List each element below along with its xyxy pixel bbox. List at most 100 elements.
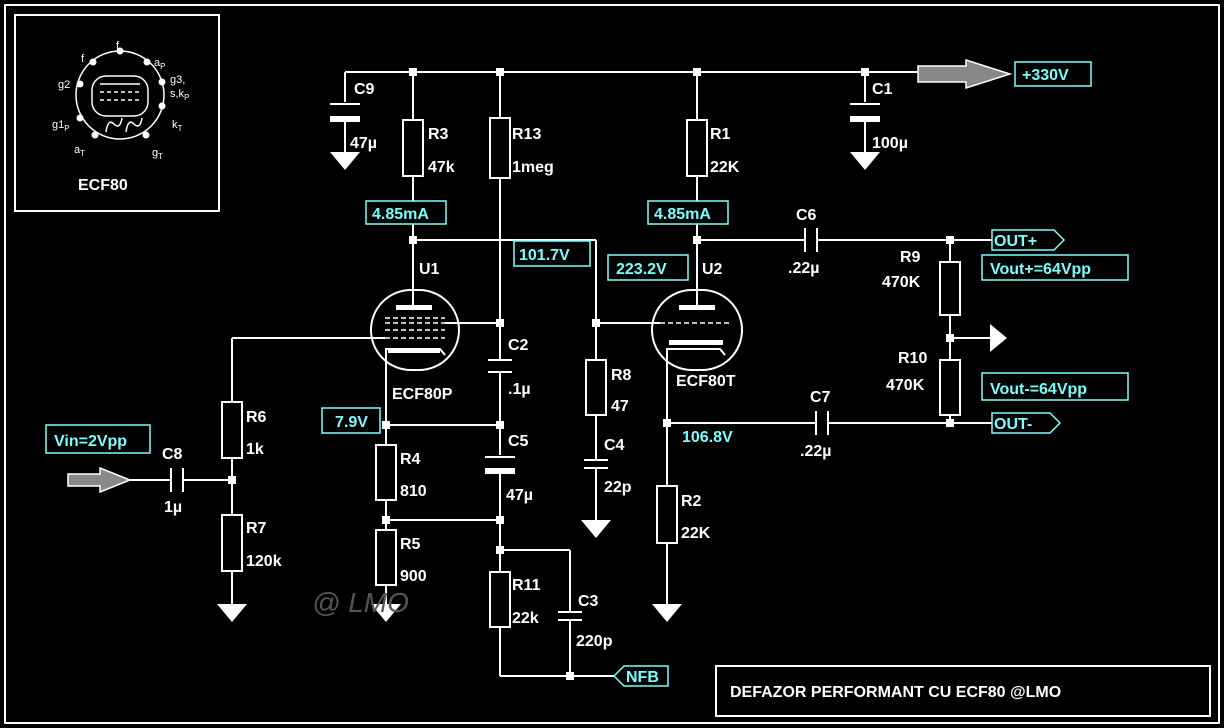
r9-ref: R9 [900, 249, 921, 266]
r2-ref: R2 [681, 493, 702, 510]
r5-ref: R5 [400, 536, 421, 553]
port-out-plus [991, 229, 1066, 251]
resistor-r13 [489, 117, 511, 179]
pin-label-kt: kT [172, 119, 183, 133]
capacitor-c8 [170, 468, 184, 492]
r9-value: 470K [882, 274, 921, 291]
r3-ref: R3 [428, 126, 449, 143]
c7-value: .22µ [800, 443, 831, 460]
r4-value: 810 [400, 483, 427, 500]
resistor-r9 [939, 261, 961, 316]
diagram-title: DEFAZOR PERFORMANT CU ECF80 @LMO [730, 684, 1061, 701]
resistors [221, 117, 961, 628]
supply-arrow-icon [917, 58, 1013, 90]
nfb-label: NFB [626, 669, 659, 686]
resistor-r7 [221, 514, 243, 572]
c4-value: 22p [604, 479, 632, 496]
resistor-r2 [656, 485, 678, 544]
v-u2-anode-box [607, 254, 689, 281]
resistor-r11 [489, 571, 511, 628]
port-nfb [612, 665, 669, 687]
vout-minus-box [981, 372, 1129, 401]
u1-ref: U1 [419, 261, 440, 278]
ground-r7 [217, 604, 247, 622]
r1-value: 22K [710, 159, 740, 176]
out-minus-label: OUT- [994, 416, 1032, 433]
v-u2-anode-label: 223.2V [616, 261, 667, 278]
r8-ref: R8 [611, 367, 632, 384]
pin-label-gt: gT [152, 147, 163, 161]
capacitor-c2 [488, 359, 512, 373]
c5-value: 47µ [506, 487, 533, 504]
ground-c9 [330, 152, 360, 170]
r10-value: 470K [886, 377, 925, 394]
pin-label-g3: g3, [170, 74, 185, 86]
r6-value: 1k [246, 441, 264, 458]
capacitor-c9 [330, 103, 360, 122]
r13-ref: R13 [512, 126, 541, 143]
i-u2-box [647, 200, 729, 225]
input-label: Vin=2Vpp [54, 433, 127, 450]
resistor-r3 [402, 119, 424, 177]
r5-value: 900 [400, 568, 427, 585]
ground-c4 [581, 520, 611, 538]
c5-ref: C5 [508, 433, 529, 450]
capacitors [170, 103, 880, 621]
supply-label: +330V [1022, 67, 1069, 84]
c9-value: 47µ [350, 135, 377, 152]
title-box [715, 665, 1211, 717]
c2-value: .1µ [508, 381, 531, 398]
out-plus-label: OUT+ [994, 233, 1037, 250]
resistor-r1 [686, 119, 708, 177]
r7-value: 120k [246, 553, 282, 570]
r8-value: 47 [611, 398, 629, 415]
i-u1-box [365, 200, 447, 225]
vout-minus-label: Vout-=64Vpp [990, 381, 1087, 398]
input-arrow-icon [67, 466, 133, 494]
capacitor-c6 [804, 228, 818, 252]
capacitor-c7 [815, 411, 829, 435]
c8-ref: C8 [162, 446, 183, 463]
tube-u2 [651, 289, 743, 371]
c7-ref: C7 [810, 389, 831, 406]
r6-ref: R6 [246, 409, 267, 426]
c6-value: .22µ [788, 260, 819, 277]
c9-ref: C9 [354, 81, 375, 98]
v-u2-cathode-label: 106.8V [682, 429, 733, 446]
c6-ref: C6 [796, 207, 817, 224]
v-u1-node-label: 101.7V [519, 247, 570, 264]
u2-ref: U2 [702, 261, 723, 278]
ground-r2 [652, 604, 682, 622]
tube-pinout-inset: f f aP g3, s,kP kT gT aT g1P g2 ECF80 [14, 14, 220, 212]
i-u2-label: 4.85mA [654, 206, 711, 223]
r4-ref: R4 [400, 451, 421, 468]
resistor-r8 [585, 359, 607, 416]
c1-value: 100µ [872, 135, 908, 152]
capacitor-c3 [558, 611, 582, 621]
pin-label-skp: s,kP [170, 88, 189, 102]
r11-value: 22k [512, 610, 539, 627]
v-u1-cathode-box [321, 407, 381, 434]
outer-frame [4, 4, 1220, 724]
resistor-r4 [375, 444, 397, 501]
resistor-r6 [221, 401, 243, 459]
c2-ref: C2 [508, 337, 529, 354]
v-u1-cathode-label: 7.9V [335, 414, 368, 431]
inset-tube-name: ECF80 [78, 177, 128, 194]
c3-ref: C3 [578, 593, 599, 610]
wires [130, 71, 992, 677]
ground-symbols [217, 152, 880, 622]
r1-ref: R1 [710, 126, 731, 143]
i-u1-label: 4.85mA [372, 206, 429, 223]
v-u1-node-box [513, 240, 591, 267]
tube-u1 [370, 289, 460, 371]
r13-value: 1meg [512, 159, 554, 176]
resistor-r10 [939, 359, 961, 416]
watermark: @ LMO [312, 587, 409, 618]
junction-dots [228, 68, 954, 680]
u2-type: ECF80T [676, 373, 736, 390]
c4-ref: C4 [604, 437, 625, 454]
supply-box [1014, 61, 1092, 87]
r2-value: 22K [681, 525, 711, 542]
